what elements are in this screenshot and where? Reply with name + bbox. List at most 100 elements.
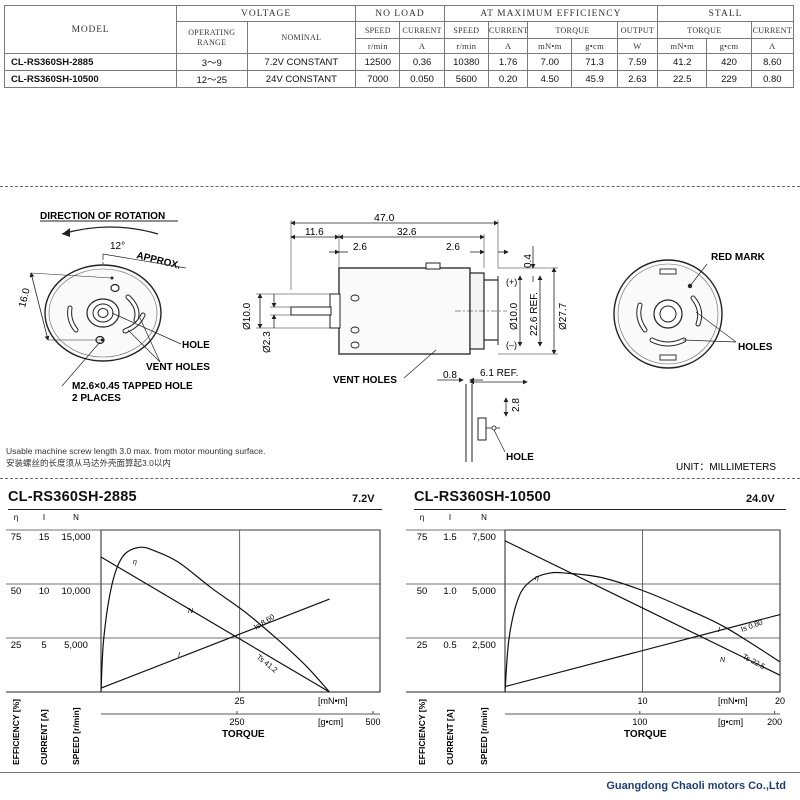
dim-d10b-label: Ø10.0 [509, 302, 520, 330]
x-gcm-unit: [g•cm] [718, 717, 743, 727]
dim-2-6a-label: 2.6 [353, 242, 367, 253]
direction-of-rotation-label: DIRECTION OF ROTATION [40, 211, 165, 222]
col-st-current: CURRENT [750, 21, 795, 39]
company-name: Guangdong Chaoli motors Co.,Ltd [606, 780, 786, 792]
col-no-load: NO LOAD [355, 5, 445, 22]
col-nl-speed: SPEED [355, 21, 401, 39]
eff-tick-label: 75 [11, 532, 22, 543]
st-torque-gcm: 229 [706, 70, 752, 88]
unit-amp: A [750, 38, 795, 54]
note-en: Usable machine screw length 3.0 max. fro… [6, 446, 265, 456]
me-output: 2.63 [616, 70, 659, 88]
cur-tick-label: 5 [41, 640, 46, 651]
x-gcm-tick-label: 200 [767, 717, 782, 727]
y-axis-label-spd: SPEED [r/min] [479, 707, 489, 765]
spd-tick-label: 5,000 [64, 640, 88, 651]
x-mnm-unit: [mN•m] [718, 696, 748, 706]
unit-gcm: g•cm [706, 38, 752, 54]
y-axis-label-eff: EFFICIENCY [%] [11, 699, 21, 765]
x-gcm-tick-label: 100 [632, 717, 647, 727]
y-axis-label-cur: CURRENT [A] [39, 709, 49, 765]
col-st-torque: TORQUE [657, 21, 752, 39]
plot-frame [100, 529, 381, 693]
spd-tick-label: 15,000 [61, 532, 90, 543]
dim-0-4-label: 0.4 [523, 254, 534, 268]
curve-label-eta: η [535, 575, 539, 582]
curve-label-n: N [720, 657, 726, 664]
y-axis-label-eff: EFFICIENCY [%] [417, 699, 427, 765]
dim-32-6-label: 32.6 [397, 227, 417, 238]
spd-tick-label: 7,500 [472, 532, 496, 543]
col-model: MODEL [3, 5, 178, 54]
chart2-underline [414, 509, 786, 510]
red-mark-label: RED MARK [711, 252, 766, 263]
curve-label-n: N [188, 608, 194, 615]
col-stall: STALL [657, 5, 794, 22]
unit-label: UNIT：MILLIMETERS [676, 462, 776, 473]
st-current: 0.80 [750, 70, 795, 88]
holes-label: HOLES [738, 342, 773, 353]
vent-holes-label: VENT HOLES [146, 362, 210, 373]
series-speed-line [504, 540, 781, 676]
x-axis-title: TORQUE [624, 729, 667, 740]
x-gcm-tick-label: 250 [229, 717, 244, 727]
section-divider [0, 186, 800, 187]
minus-terminal-label: (–) [506, 340, 517, 350]
x-gcm-unit: [g•cm] [318, 717, 343, 727]
front-view: DIRECTION OF ROTATION 12° APPROX. 16.0 [17, 211, 210, 404]
unit-rmin: r/min [443, 38, 489, 54]
hole-label: HOLE [182, 340, 210, 351]
axis-symbol-n: N [481, 513, 487, 522]
unit-watt: W [616, 38, 659, 54]
dim-16-label: 16.0 [17, 287, 32, 309]
dim-2-6b-label: 2.6 [446, 242, 460, 253]
series-current-line [100, 598, 330, 689]
axis-symbol-eta: η [14, 513, 18, 522]
vent-holes-side-label: VENT HOLES [333, 375, 397, 386]
series-current-line [504, 614, 781, 688]
angle-label: 12° [110, 241, 125, 252]
col-operating-range: OPERATING RANGE [176, 21, 248, 54]
chart1-voltage: 7.2V [352, 493, 375, 505]
eff-tick-label: 75 [417, 532, 428, 543]
spd-tick-label: 5,000 [472, 586, 496, 597]
x-mnm-tick-label: 20 [775, 696, 785, 706]
unit-amp: A [487, 38, 529, 54]
cur-tick-label: 1.0 [443, 586, 456, 597]
stall-current-label: Is 8.60 [252, 612, 276, 632]
nominal-voltage: 24V CONSTANT [246, 70, 357, 88]
nl-current: 0.36 [399, 53, 445, 71]
dim-11-6-label: 11.6 [305, 227, 324, 238]
y-axis-label-spd: SPEED [r/min] [71, 707, 81, 765]
spec-table: MODEL VOLTAGE NO LOAD AT MAXIMUM EFFICIE… [3, 5, 795, 88]
col-max-eff: AT MAXIMUM EFFICIENCY [443, 5, 659, 22]
eff-tick-label: 50 [11, 586, 22, 597]
spd-tick-label: 2,500 [472, 640, 496, 651]
col-voltage: VOLTAGE [176, 5, 357, 22]
unit-rmin: r/min [355, 38, 401, 54]
col-me-speed: SPEED [443, 21, 489, 39]
stall-current-label: Is 0.80 [740, 618, 764, 634]
col-me-torque: TORQUE [527, 21, 618, 39]
col-nominal: NOMINAL [246, 21, 357, 54]
tapped-hole-label: M2.6×0.45 TAPPED HOLE [72, 381, 193, 392]
dim-22-6-label: 22.6 REF. [529, 292, 540, 336]
st-torque-mnm: 22.5 [657, 70, 708, 88]
x-axis-title: TORQUE [222, 729, 265, 740]
col-me-current: CURRENT [487, 21, 529, 39]
axis-symbol-n: N [73, 513, 79, 522]
axis-symbol-i: I [449, 513, 451, 522]
dim-d27-7-label: Ø27.7 [558, 302, 569, 330]
dim-47-label: 47.0 [374, 212, 395, 224]
me-speed: 5600 [443, 70, 489, 88]
me-torque-mnm: 4.50 [527, 70, 573, 88]
x-gcm-tick-label: 500 [365, 717, 380, 727]
col-nl-current: CURRENT [399, 21, 445, 39]
y-axis-label-cur: CURRENT [A] [445, 709, 455, 765]
chart1-underline [8, 509, 382, 510]
terminal-tab [477, 417, 487, 441]
me-current: 0.20 [487, 70, 529, 88]
operating-range: 12〜25 [176, 70, 248, 88]
dim-d10-label: Ø10.0 [242, 302, 253, 330]
